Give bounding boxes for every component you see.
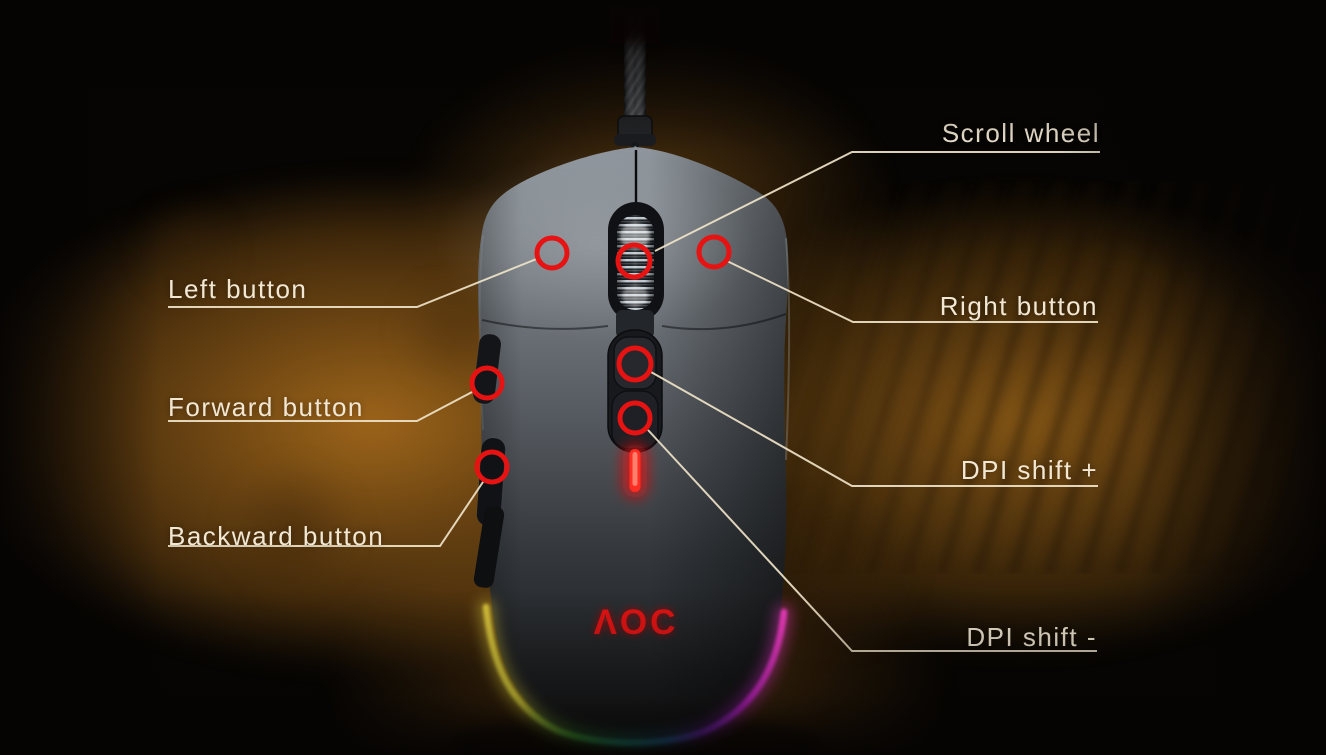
callout-label-dpi-shift-plus: DPI shift + bbox=[960, 455, 1098, 485]
led-core bbox=[632, 452, 638, 486]
brand-logo-text: ΛOC bbox=[594, 603, 679, 642]
dpi-led-indicator bbox=[623, 444, 647, 498]
callout-label-left-button: Left button bbox=[168, 274, 308, 304]
callout-label-forward-button: Forward button bbox=[168, 392, 364, 422]
callout-label-scroll-wheel: Scroll wheel bbox=[941, 118, 1100, 148]
brand-logo: ΛOC ΛOC bbox=[594, 603, 679, 642]
callout-label-right-button: Right button bbox=[939, 291, 1098, 321]
cable-top-fade bbox=[610, 0, 660, 44]
callout-label-dpi-shift-minus: DPI shift - bbox=[966, 622, 1097, 652]
callout-label-backward-button: Backward button bbox=[168, 521, 385, 551]
scroll-wheel-highlight-bottom bbox=[622, 286, 648, 306]
